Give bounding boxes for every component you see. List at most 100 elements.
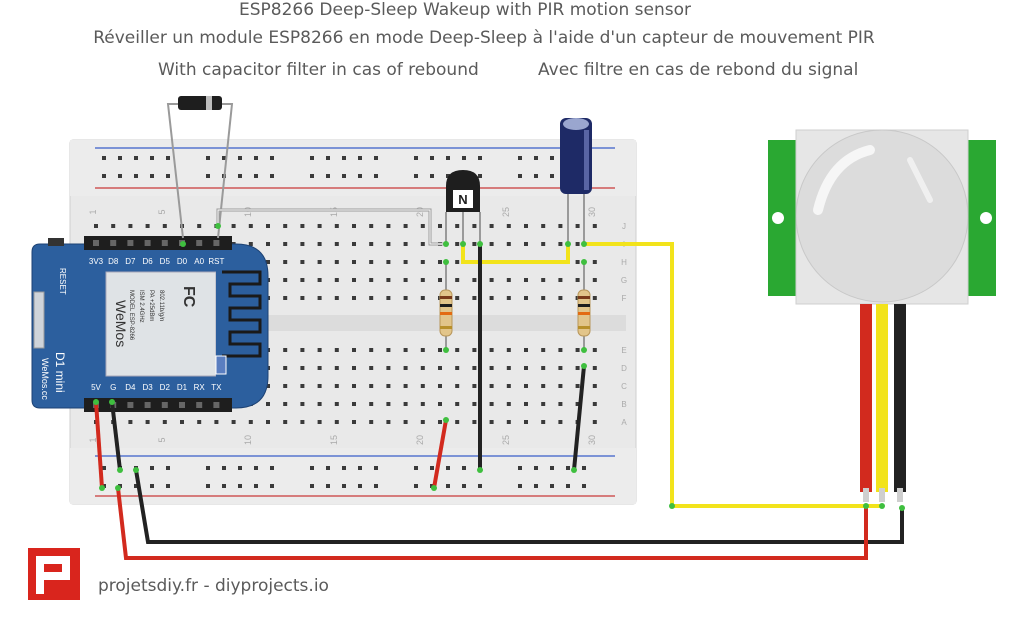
breadboard-hole — [352, 402, 356, 406]
rail-hole — [238, 174, 242, 178]
rail-hole — [534, 156, 538, 160]
column-number-top: 5 — [157, 209, 167, 214]
breadboard-hole — [455, 260, 460, 264]
breadboard-hole — [266, 384, 270, 388]
rail-hole — [414, 174, 418, 178]
board-name: D1 mini — [53, 352, 67, 393]
breadboard-hole — [231, 224, 236, 228]
wire-endpoint — [115, 485, 121, 491]
breadboard-hole — [369, 296, 374, 300]
breadboard-hole — [541, 242, 546, 246]
wire-endpoint — [460, 241, 466, 247]
wire-yellow-short — [461, 244, 570, 264]
rail-hole — [374, 174, 378, 178]
breadboard-hole — [334, 260, 339, 264]
breadboard-hole — [489, 384, 494, 388]
rail-hole — [270, 466, 274, 470]
breadboard-hole — [317, 278, 322, 282]
footer-text: projetsdiy.fr - diyprojects.io — [98, 576, 329, 596]
rail-hole — [414, 156, 418, 160]
breadboard-hole — [403, 224, 408, 228]
breadboard-hole — [420, 420, 425, 424]
rail-hole — [550, 156, 554, 160]
bottom-header — [84, 398, 232, 412]
capacitor — [560, 118, 592, 244]
breadboard-hole — [420, 224, 425, 228]
breadboard-hole — [283, 296, 288, 300]
resistor-left — [439, 262, 453, 350]
breadboard-hole — [506, 296, 511, 300]
board-pin — [213, 402, 220, 408]
wire-endpoint — [565, 241, 571, 247]
breadboard-hole — [558, 242, 563, 246]
breadboard-hole — [334, 224, 339, 228]
breadboard-hole — [300, 348, 305, 352]
column-number-bottom: 25 — [501, 435, 511, 445]
breadboard-hole — [300, 260, 305, 264]
breadboard-hole — [592, 260, 597, 264]
wire-endpoint — [581, 363, 587, 369]
breadboard-hole — [386, 420, 391, 424]
row-letter: D — [621, 364, 627, 373]
diagram-title-fr: Réveiller un module ESP8266 en mode Deep… — [93, 28, 875, 48]
breadboard-hole — [541, 384, 546, 388]
breadboard-hole — [575, 260, 580, 264]
bottom-pin-label: D1 — [177, 383, 188, 392]
bottom-pin-label: D3 — [142, 383, 153, 392]
wire-endpoint — [581, 259, 587, 265]
resistor-right — [577, 262, 591, 350]
breadboard-hole — [317, 402, 322, 406]
rail-hole — [518, 156, 522, 160]
wire-endpoint — [117, 467, 123, 473]
rail-hole — [446, 174, 450, 178]
top-pin-label: A0 — [194, 257, 204, 266]
rail-hole — [310, 484, 314, 488]
wire-endpoint — [581, 241, 587, 247]
breadboard-hole — [506, 224, 511, 228]
breadboard-hole — [403, 242, 408, 246]
rail-hole — [326, 466, 330, 470]
breadboard-hole — [438, 402, 442, 406]
rail-hole — [134, 174, 138, 178]
breadboard-hole — [541, 224, 546, 228]
breadboard-hole — [300, 224, 305, 228]
board-pin — [196, 240, 203, 246]
breadboard-hole — [403, 260, 408, 264]
breadboard-hole — [541, 420, 546, 424]
rail-hole — [582, 484, 586, 488]
transistor: N — [445, 170, 481, 244]
rail-hole — [206, 156, 210, 160]
breadboard-hole — [575, 402, 580, 406]
rail-hole — [150, 484, 154, 488]
breadboard-hole — [506, 242, 511, 246]
rail-hole — [118, 174, 122, 178]
wire-endpoint — [443, 347, 449, 353]
rail-hole — [446, 466, 450, 470]
breadboard-hole — [438, 278, 442, 282]
rail-hole — [310, 174, 314, 178]
breadboard-hole — [541, 402, 546, 406]
wires — [94, 208, 904, 560]
breadboard-hole — [420, 402, 425, 406]
row-letter: F — [622, 294, 627, 303]
breadboard-hole — [489, 224, 494, 228]
breadboard-hole — [558, 384, 563, 388]
rail-hole — [550, 174, 554, 178]
top-pin-label: D7 — [125, 257, 136, 266]
rail-hole — [430, 174, 434, 178]
rail-hole — [550, 466, 554, 470]
column-number-top: 20 — [415, 207, 425, 217]
rail-hole — [238, 156, 242, 160]
rail-hole — [430, 156, 434, 160]
breadboard-hole — [455, 420, 460, 424]
breadboard-hole — [541, 366, 546, 370]
bottom-pin-label: G — [110, 383, 116, 392]
breadboard-hole — [334, 278, 339, 282]
breadboard-hole — [420, 260, 425, 264]
breadboard-hole — [386, 260, 391, 264]
wire-endpoint — [581, 347, 587, 353]
breadboard-hole — [489, 278, 494, 282]
rail-hole — [518, 174, 522, 178]
breadboard-hole — [524, 242, 528, 246]
wire-red-long — [116, 487, 868, 560]
